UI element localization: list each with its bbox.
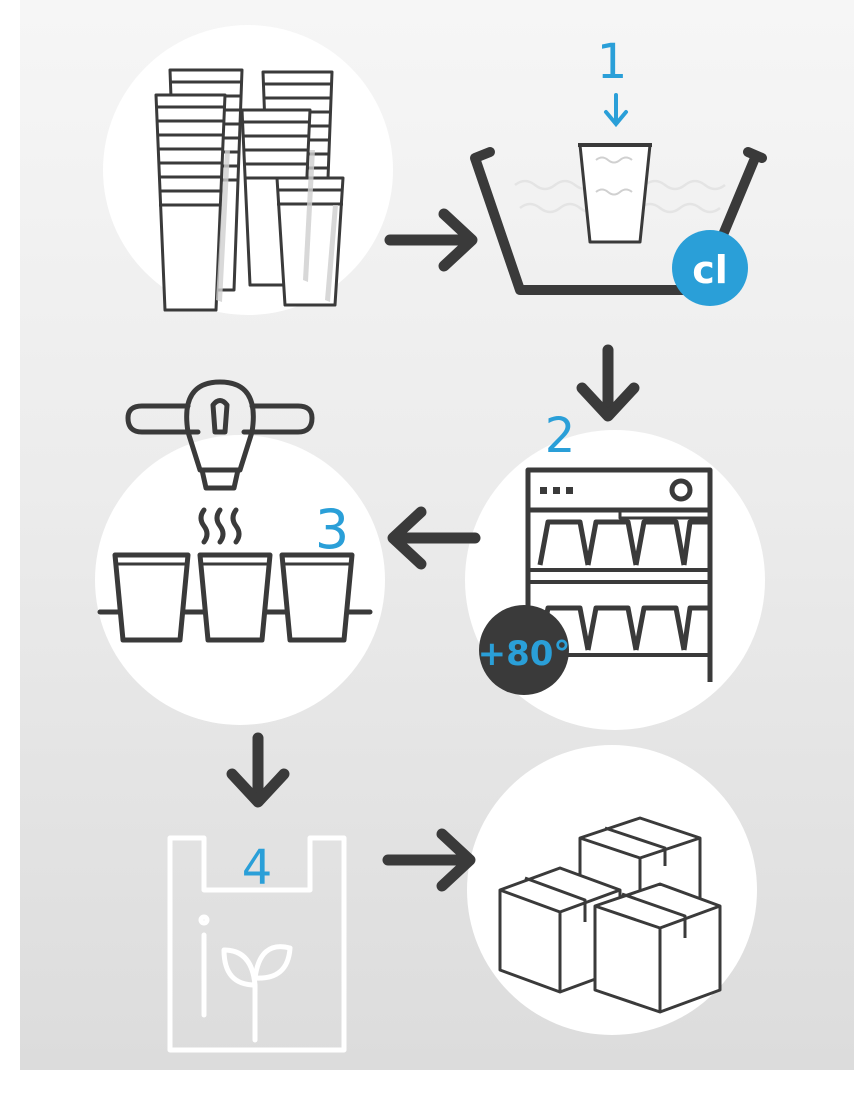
chlorine-badge-label: cl [692, 248, 728, 292]
step-2-number: 2 [545, 408, 576, 464]
cup-recycling-diagram: 1 cl 2 +80° [20, 0, 854, 1070]
temperature-badge-label: +80° [478, 634, 571, 674]
dishwasher-dots [540, 487, 573, 494]
step-3-number: 3 [315, 498, 349, 561]
step-1-number: 1 [597, 34, 628, 90]
step-1-marker [606, 95, 626, 124]
step-4-number: 4 [242, 840, 273, 896]
diagram-canvas: 1 cl 2 +80° [20, 0, 854, 1070]
